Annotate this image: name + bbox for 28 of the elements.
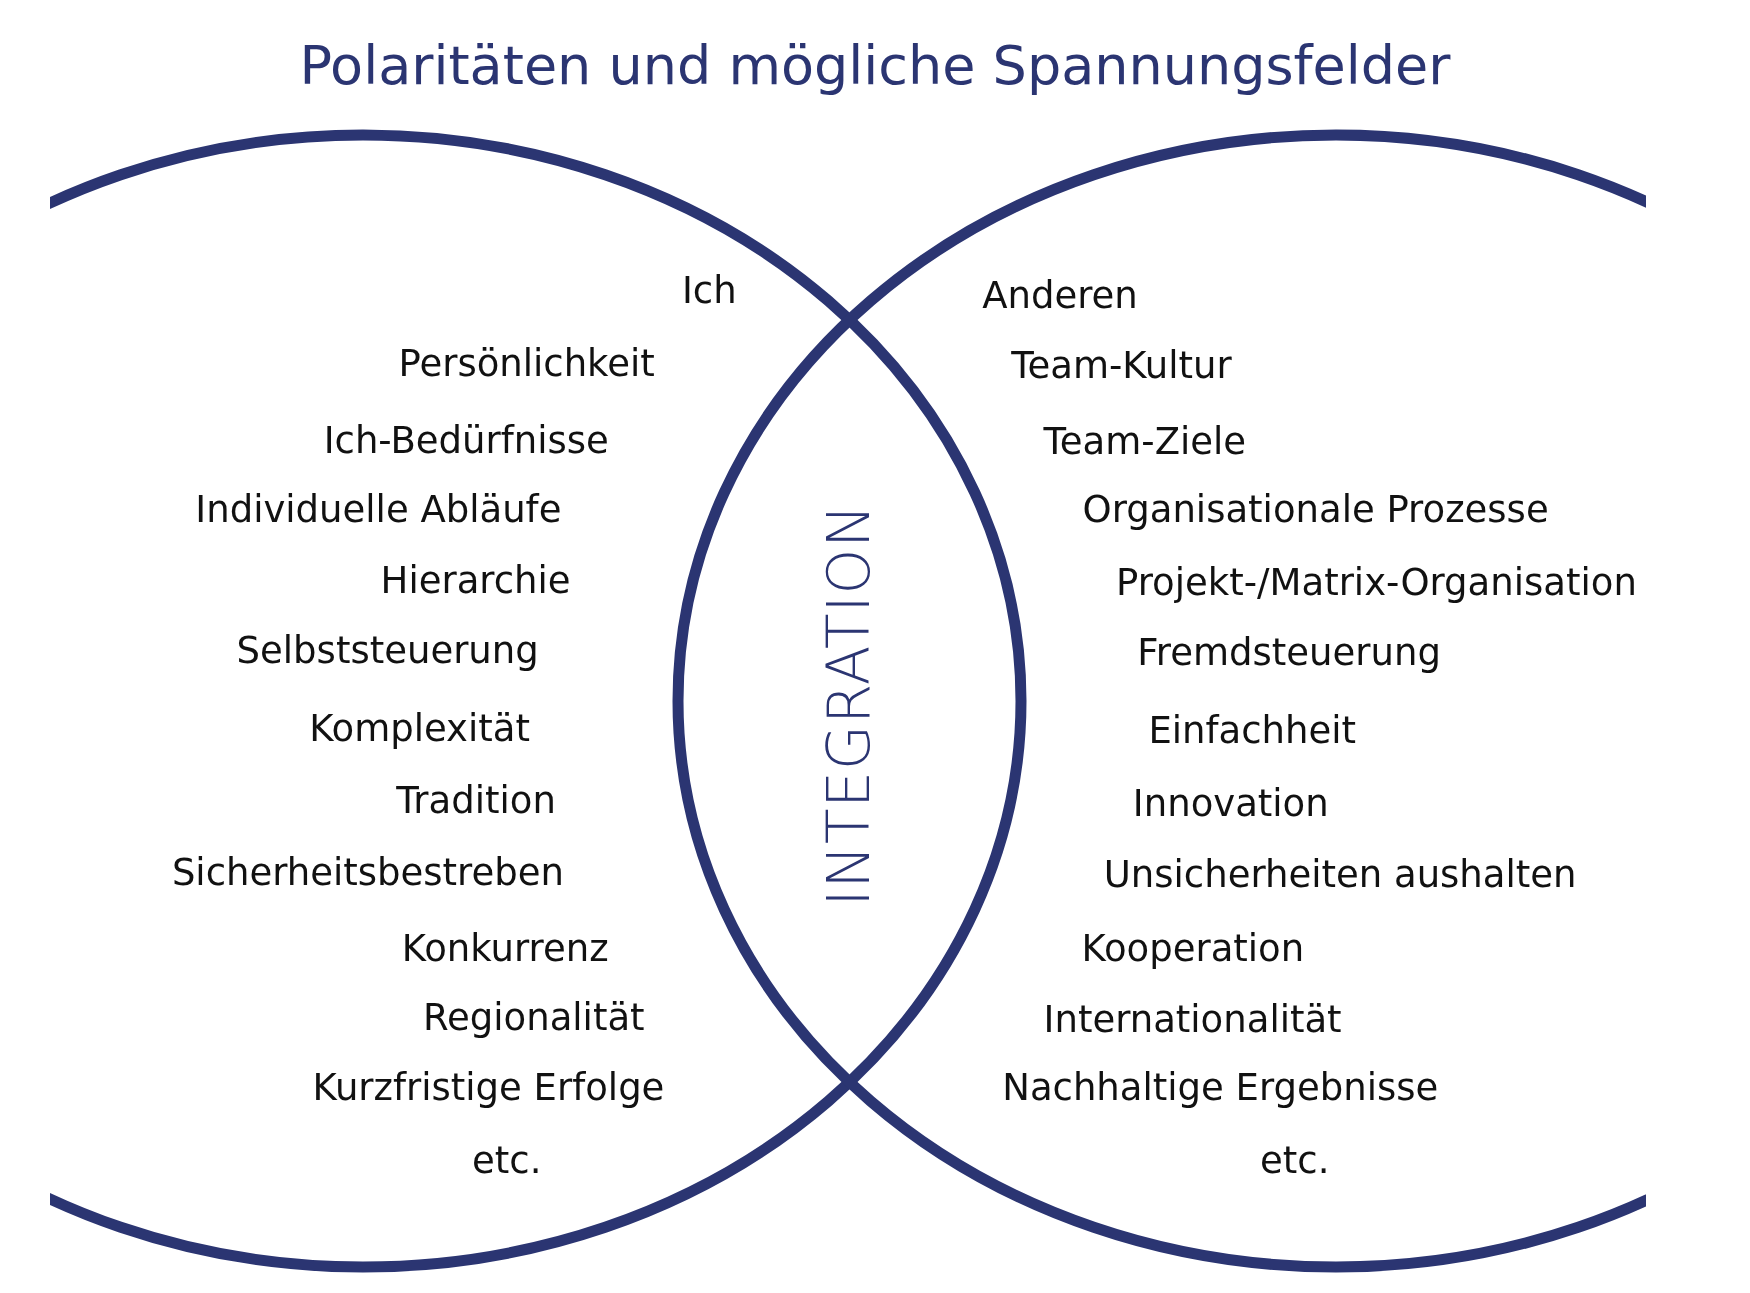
term-label: Organisationale Prozesse [1082,488,1549,532]
diagram-title: Polaritäten und mögliche Spannungsfelder [298,34,1452,97]
term-label: Internationalität [1043,998,1342,1042]
term-label: Ich [681,270,737,313]
term-label: Konkurrenz [401,927,609,970]
term-label: Team-Kultur [1011,344,1232,388]
term-label: Unsicherheiten aushalten [1103,853,1577,897]
term-label: Regionalität [423,996,645,1040]
term-label: Hierarchie [380,560,571,603]
term-label: Einfachheit [1148,709,1357,753]
term-label: Komplexität [309,707,530,751]
term-label: Innovation [1132,782,1329,825]
term-label: Persönlichkeit [398,342,655,386]
term-label: Team-Ziele [1043,420,1247,464]
term-label: etc. [1260,1139,1330,1182]
term-label: Kurzfristige Erfolge [312,1066,665,1110]
term-label: etc. [472,1139,542,1182]
term-label: Projekt-/Matrix-Organisation [1116,561,1637,604]
term-label: Fremdsteuerung [1137,631,1441,675]
term-label: Nachhaltige Ergebnisse [1002,1066,1439,1110]
term-label: Tradition [396,780,556,823]
term-label: Selbststeuerung [236,629,539,672]
term-label: Ich-Bedürfnisse [323,419,609,463]
term-label: Sicherheitsbestreben [171,851,564,895]
vertical-label: INTEGRATION [814,503,883,907]
term-label: Anderen [982,274,1138,317]
term-label: Kooperation [1081,927,1305,970]
term-label: Individuelle Abläufe [195,488,562,532]
